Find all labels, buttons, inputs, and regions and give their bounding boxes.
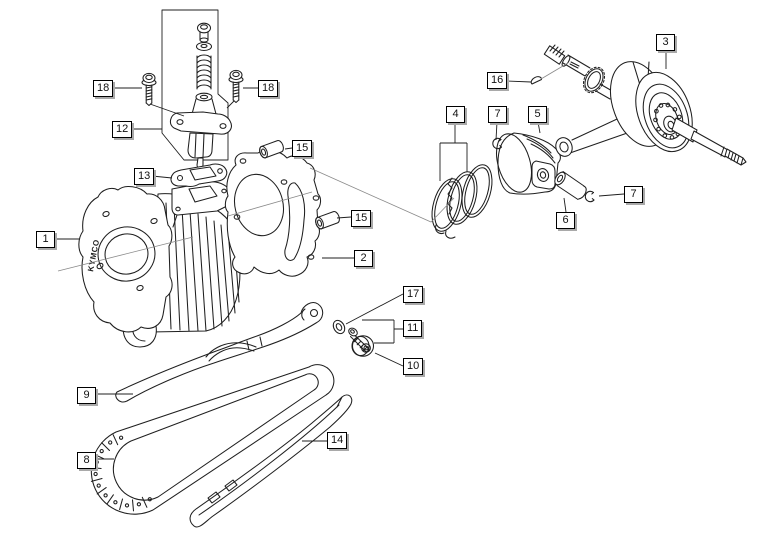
dowel-pin-drawing	[259, 140, 340, 230]
sealing-bolt-drawing	[348, 327, 370, 353]
part-label-13: 13	[134, 168, 155, 185]
part-label-6: 6	[556, 212, 575, 229]
circlip-drawing	[492, 137, 595, 203]
part-label-8: 8	[77, 452, 96, 469]
leader-lines	[53, 50, 667, 460]
part-label-9: 9	[77, 387, 96, 404]
tensioner-blade-drawing	[189, 394, 353, 528]
part-label-7: 7	[488, 106, 507, 123]
part-label-3: 3	[656, 34, 675, 51]
part-label-12: 12	[112, 121, 133, 138]
part-label-15: 15	[292, 140, 313, 157]
tensioner-lifter-drawing	[169, 22, 232, 169]
part-label-2: 2	[354, 250, 373, 267]
piston-pin-drawing	[554, 170, 587, 201]
part-label-7: 7	[624, 186, 643, 203]
part-label-10: 10	[403, 358, 424, 375]
part-label-15: 15	[351, 210, 372, 227]
part-label-18: 18	[93, 80, 114, 97]
chain-guide-drawing	[115, 302, 324, 403]
tensioner-cap-drawing	[351, 335, 375, 357]
crankshaft-drawing	[543, 44, 747, 166]
part-label-4: 4	[446, 106, 465, 123]
part-label-1: 1	[36, 231, 55, 248]
sealing-washer-drawing	[332, 319, 346, 335]
cylinder-gasket-drawing	[224, 149, 322, 277]
piston-rings-drawing	[431, 164, 493, 239]
tensioner-gasket-drawing	[170, 163, 228, 187]
cam-chain-drawing	[89, 364, 335, 515]
part-label-17: 17	[403, 286, 424, 303]
part-label-18: 18	[258, 80, 279, 97]
part-label-14: 14	[327, 432, 348, 449]
woodruff-key-drawing	[530, 76, 543, 85]
piston-drawing	[496, 132, 561, 195]
cylinder-drawing: KYMCO	[78, 181, 241, 348]
part-label-11: 11	[403, 320, 423, 337]
flange-bolt-drawing	[141, 69, 244, 107]
part-label-16: 16	[487, 72, 508, 89]
part-label-5: 5	[528, 106, 547, 123]
projection-lines	[57, 62, 569, 272]
